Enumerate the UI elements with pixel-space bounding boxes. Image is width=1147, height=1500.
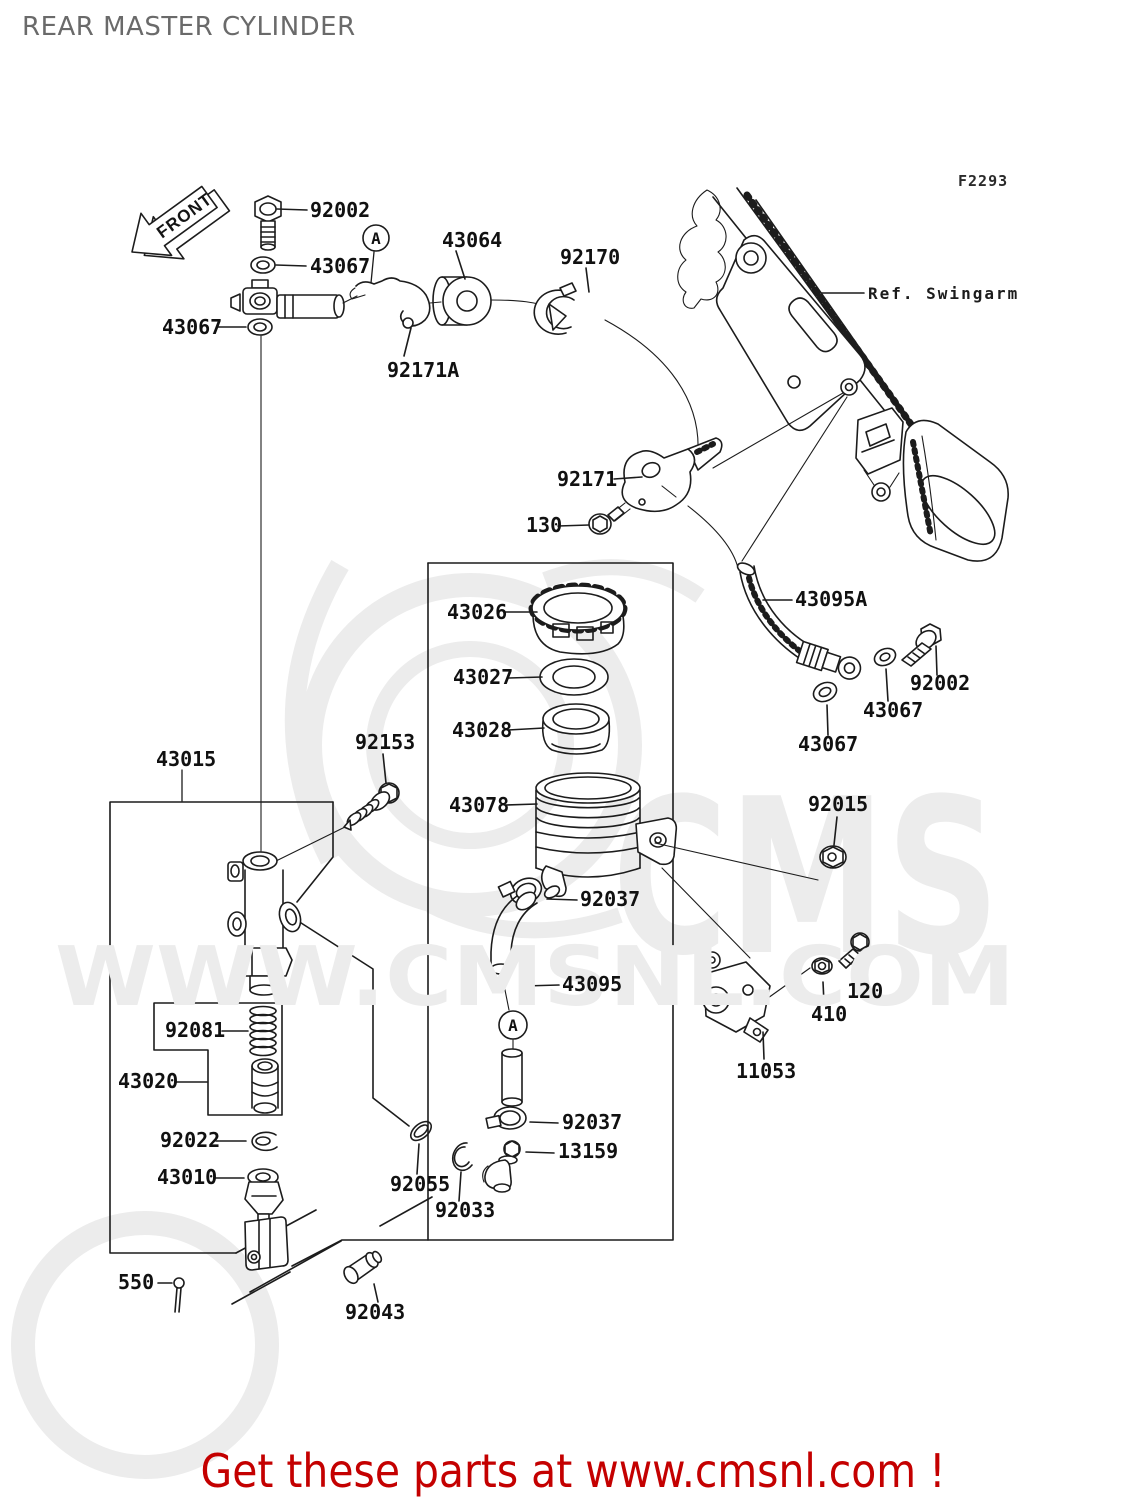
- bolt-92002-top-drawing: [254, 195, 282, 251]
- part-label-43067-lower: 43067: [798, 732, 858, 756]
- fitting-13159-drawing: [482, 1140, 521, 1193]
- hose-43095a-drawing: [736, 562, 862, 680]
- cotter-pin-550-drawing: [173, 1277, 185, 1313]
- part-label-43026: 43026: [447, 600, 507, 624]
- bolt-130-drawing: [588, 506, 625, 535]
- oring-92033-drawing: [452, 1142, 473, 1172]
- part-label-92033: 92033: [435, 1198, 495, 1222]
- part-label-92055: 92055: [390, 1172, 450, 1196]
- part-label-92170: 92170: [560, 245, 620, 269]
- part-label-11053: 11053: [736, 1059, 796, 1083]
- part-label-43027: 43027: [453, 665, 513, 689]
- part-label-92015: 92015: [808, 792, 868, 816]
- master-cylinder-43015-drawing: [227, 851, 302, 996]
- washer-43067-top-drawing: [250, 256, 276, 274]
- pin-92043-drawing: [343, 1250, 383, 1285]
- part-label-92037-lower: 92037: [562, 1110, 622, 1134]
- detail-a-bottom-label: A: [508, 1016, 518, 1035]
- screw-92153-drawing: [275, 782, 400, 862]
- part-label-92002-right: 92002: [910, 671, 970, 695]
- washer-43067-lower-drawing: [812, 681, 838, 703]
- hose-43095-drawing: [490, 891, 538, 1107]
- part-label-92002-top: 92002: [310, 198, 370, 222]
- figure-code-label: F2293: [958, 172, 1008, 190]
- cmsnl-banner-link[interactable]: Get these parts at www.cmsnl.com !: [201, 1444, 946, 1498]
- front-arrow-icon: FRONT: [131, 185, 231, 260]
- detail-a-marker-top: A: [362, 224, 390, 252]
- washer-43067-left-drawing: [247, 318, 273, 336]
- spring-92081-drawing: [249, 1005, 277, 1057]
- bracket-92171-drawing: [609, 437, 723, 522]
- part-label-92171: 92171: [557, 467, 617, 491]
- banjo-fitting-drawing: [230, 279, 345, 319]
- part-label-43028: 43028: [452, 718, 512, 742]
- part-label-43015: 43015: [156, 747, 216, 771]
- clevis-drawing: [244, 1216, 289, 1271]
- nut-92015-drawing: [819, 845, 847, 869]
- brake-hose-curve: [604, 319, 699, 452]
- bolt-92002-right-drawing: [901, 623, 942, 667]
- part-label-92081: 92081: [165, 1018, 225, 1042]
- part-label-43067-right: 43067: [863, 698, 923, 722]
- part-label-92043: 92043: [345, 1300, 405, 1324]
- oring-92055-drawing: [409, 1120, 433, 1142]
- part-label-120: 120: [847, 979, 883, 1003]
- piston-43020-drawing: [251, 1058, 279, 1114]
- part-label-92171a: 92171A: [387, 358, 459, 382]
- clamp-92170-drawing: [533, 282, 577, 335]
- part-label-92037-upper: 92037: [580, 887, 640, 911]
- part-label-43067-top: 43067: [310, 254, 370, 278]
- diaphragm-43028-drawing: [541, 703, 611, 755]
- part-label-92153: 92153: [355, 730, 415, 754]
- clamp-92037-lower-drawing: [485, 1106, 527, 1130]
- part-label-43095: 43095: [562, 972, 622, 996]
- part-label-43020: 43020: [118, 1069, 178, 1093]
- part-label-92022: 92022: [160, 1128, 220, 1152]
- ref-swingarm-label: Ref. Swingarm: [868, 284, 1019, 303]
- part-labels: 92002 43067 43067 92171A 43064 92170 921…: [118, 172, 1019, 1324]
- plate-43027-drawing: [539, 658, 609, 696]
- part-label-13159: 13159: [558, 1139, 618, 1163]
- part-label-130: 130: [526, 513, 562, 537]
- detail-a-top-label: A: [371, 229, 381, 248]
- detail-a-marker-bottom: A: [498, 1010, 528, 1040]
- swingarm-drawing: [677, 187, 1009, 562]
- diagram-line-art: FRONT: [109, 185, 1009, 1313]
- bracket-11053-drawing: [702, 951, 811, 1043]
- circlip-92022-drawing: [251, 1131, 278, 1152]
- part-label-43095a: 43095A: [795, 587, 867, 611]
- guide-92171a-drawing: [342, 277, 431, 329]
- page-title: REAR MASTER CYLINDER: [22, 12, 356, 42]
- part-label-550: 550: [118, 1270, 154, 1294]
- part-label-43010: 43010: [157, 1165, 217, 1189]
- washer-43067-right-drawing: [873, 647, 897, 667]
- piston-kit-box-43020: [153, 1002, 283, 1116]
- washer-410-drawing: [811, 957, 833, 975]
- reservoir-43078-drawing: [535, 772, 678, 899]
- grommet-43064-drawing: [429, 276, 492, 326]
- part-label-43078: 43078: [449, 793, 509, 817]
- part-label-410: 410: [811, 1002, 847, 1026]
- leader-lines: [157, 208, 938, 1303]
- part-label-43064: 43064: [442, 228, 502, 252]
- cap-43026-drawing: [528, 582, 628, 655]
- watermark-url-text: WWW.CMSNL.COM: [55, 930, 1015, 1025]
- part-label-43067-left: 43067: [162, 315, 222, 339]
- bolt-120-drawing: [838, 932, 870, 969]
